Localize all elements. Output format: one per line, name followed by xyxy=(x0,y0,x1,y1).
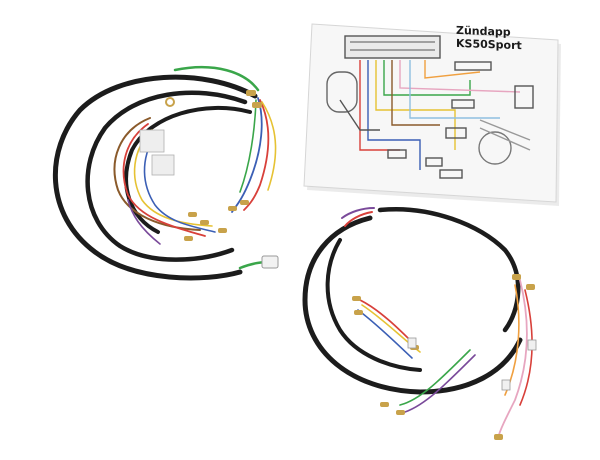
plug-connector xyxy=(261,255,279,269)
right-wiring-harness xyxy=(302,207,537,440)
wiring-schematic xyxy=(326,35,534,179)
left-wiring-harness xyxy=(52,66,279,281)
harness-sheath-middle xyxy=(85,90,248,262)
wiring-diagram-card xyxy=(303,23,561,206)
wire-labels xyxy=(139,129,175,176)
harness-sheath-outer xyxy=(52,74,258,281)
ring-terminal xyxy=(165,97,175,107)
cable-ties-right xyxy=(407,337,537,391)
diagram-card-title: Zündapp KS50Sport xyxy=(456,24,576,54)
bullet-connectors xyxy=(184,90,262,241)
harness-sheath-right-main xyxy=(302,215,523,395)
harness-sheath-right-inner xyxy=(377,207,521,333)
